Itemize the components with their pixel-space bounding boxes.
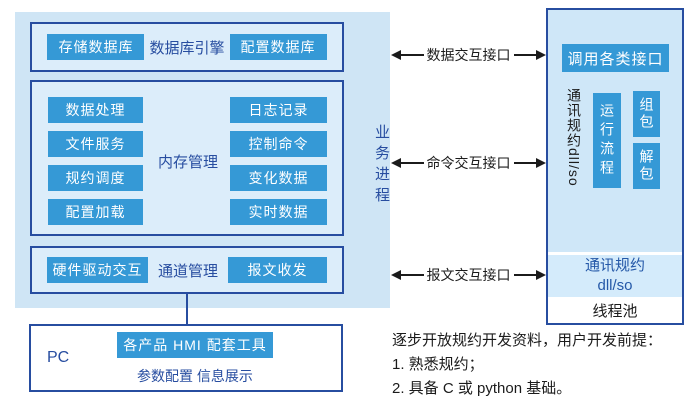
arrow-left-head-icon	[391, 158, 401, 168]
pc-box: PC 各产品 HMI 配套工具 参数配置 信息展示	[29, 324, 343, 392]
arrow-right-head-icon	[536, 50, 546, 60]
config-database-chip: 配置数据库	[229, 34, 327, 60]
memory-management-label: 内存管理	[157, 154, 218, 171]
arrow-left-head-icon	[391, 270, 401, 280]
data-interface-label: 数据交互接口	[426, 47, 511, 63]
message-transceive-chip: 报文收发	[228, 257, 327, 283]
arrow-left-head-icon	[391, 50, 401, 60]
protocol-panel: 调用各类接口 通讯规约dll/so 运行流程 组包 解包 通讯规约 dll/so…	[546, 8, 684, 325]
protocol-dll-vertical-label: 通讯规约dll/so	[566, 88, 582, 187]
arrow-line	[513, 274, 536, 276]
file-service-chip: 文件服务	[48, 131, 143, 157]
note-line-1: 逐步开放规约开发资料，用户开发前提：	[392, 332, 663, 349]
data-processing-chip: 数据处理	[48, 97, 143, 123]
database-box: 存储数据库 数据库引擎 配置数据库	[30, 22, 344, 72]
arrow-right-head-icon	[536, 158, 546, 168]
arrow-line	[513, 162, 536, 164]
hardware-driver-chip: 硬件驱动交互	[46, 257, 148, 283]
thread-pool-band: 线程池	[548, 297, 682, 323]
protocol-dll-band: 通讯规约 dll/so	[548, 255, 682, 297]
pc-connector-line	[186, 294, 188, 325]
hmi-tools-chip: 各产品 HMI 配套工具	[117, 332, 273, 358]
arrow-right-head-icon	[536, 270, 546, 280]
control-command-chip: 控制命令	[230, 131, 327, 157]
arrow-line	[401, 274, 424, 276]
note-line-3: 2. 具备 C 或 python 基础。	[392, 380, 572, 397]
unpack-chip: 解包	[633, 143, 660, 189]
business-process-vertical-label: 业务进程	[373, 124, 390, 208]
command-interface-arrow: 命令交互接口	[391, 154, 546, 172]
developer-note: 逐步开放规约开发资料，用户开发前提： 1. 熟悉规约； 2. 具备 C 或 py…	[392, 329, 694, 401]
config-loading-chip: 配置加载	[48, 199, 143, 225]
pack-chip: 组包	[633, 91, 660, 137]
command-interface-label: 命令交互接口	[426, 155, 511, 171]
database-engine-label: 数据库引擎	[149, 39, 225, 57]
panel-separator	[548, 252, 682, 255]
call-interfaces-chip: 调用各类接口	[562, 44, 669, 72]
note-line-2: 1. 熟悉规约；	[392, 356, 484, 373]
arrow-line	[513, 54, 536, 56]
message-interface-label: 报文交互接口	[426, 267, 511, 283]
channel-management-box: 硬件驱动交互 通道管理 报文收发	[30, 246, 344, 294]
pc-subtitle: 参数配置 信息展示	[137, 368, 253, 384]
protocol-dll-band-line1: 通讯规约	[584, 257, 645, 274]
run-flow-chip: 运行流程	[593, 93, 621, 188]
storage-database-chip: 存储数据库	[47, 34, 145, 60]
changed-data-chip: 变化数据	[230, 165, 327, 191]
realtime-data-chip: 实时数据	[230, 199, 327, 225]
data-interface-arrow: 数据交互接口	[391, 46, 546, 64]
arrow-line	[401, 54, 424, 56]
pc-label: PC	[47, 349, 70, 366]
arrow-line	[401, 162, 424, 164]
protocol-scheduling-chip: 规约调度	[48, 165, 143, 191]
log-record-chip: 日志记录	[230, 97, 327, 123]
memory-management-box: 数据处理 文件服务 规约调度 配置加载 内存管理 日志记录 控制命令 变化数据 …	[30, 80, 344, 236]
protocol-dll-band-line2: dll/so	[597, 277, 633, 294]
channel-management-label: 通道管理	[157, 262, 218, 280]
message-interface-arrow: 报文交互接口	[391, 266, 546, 284]
